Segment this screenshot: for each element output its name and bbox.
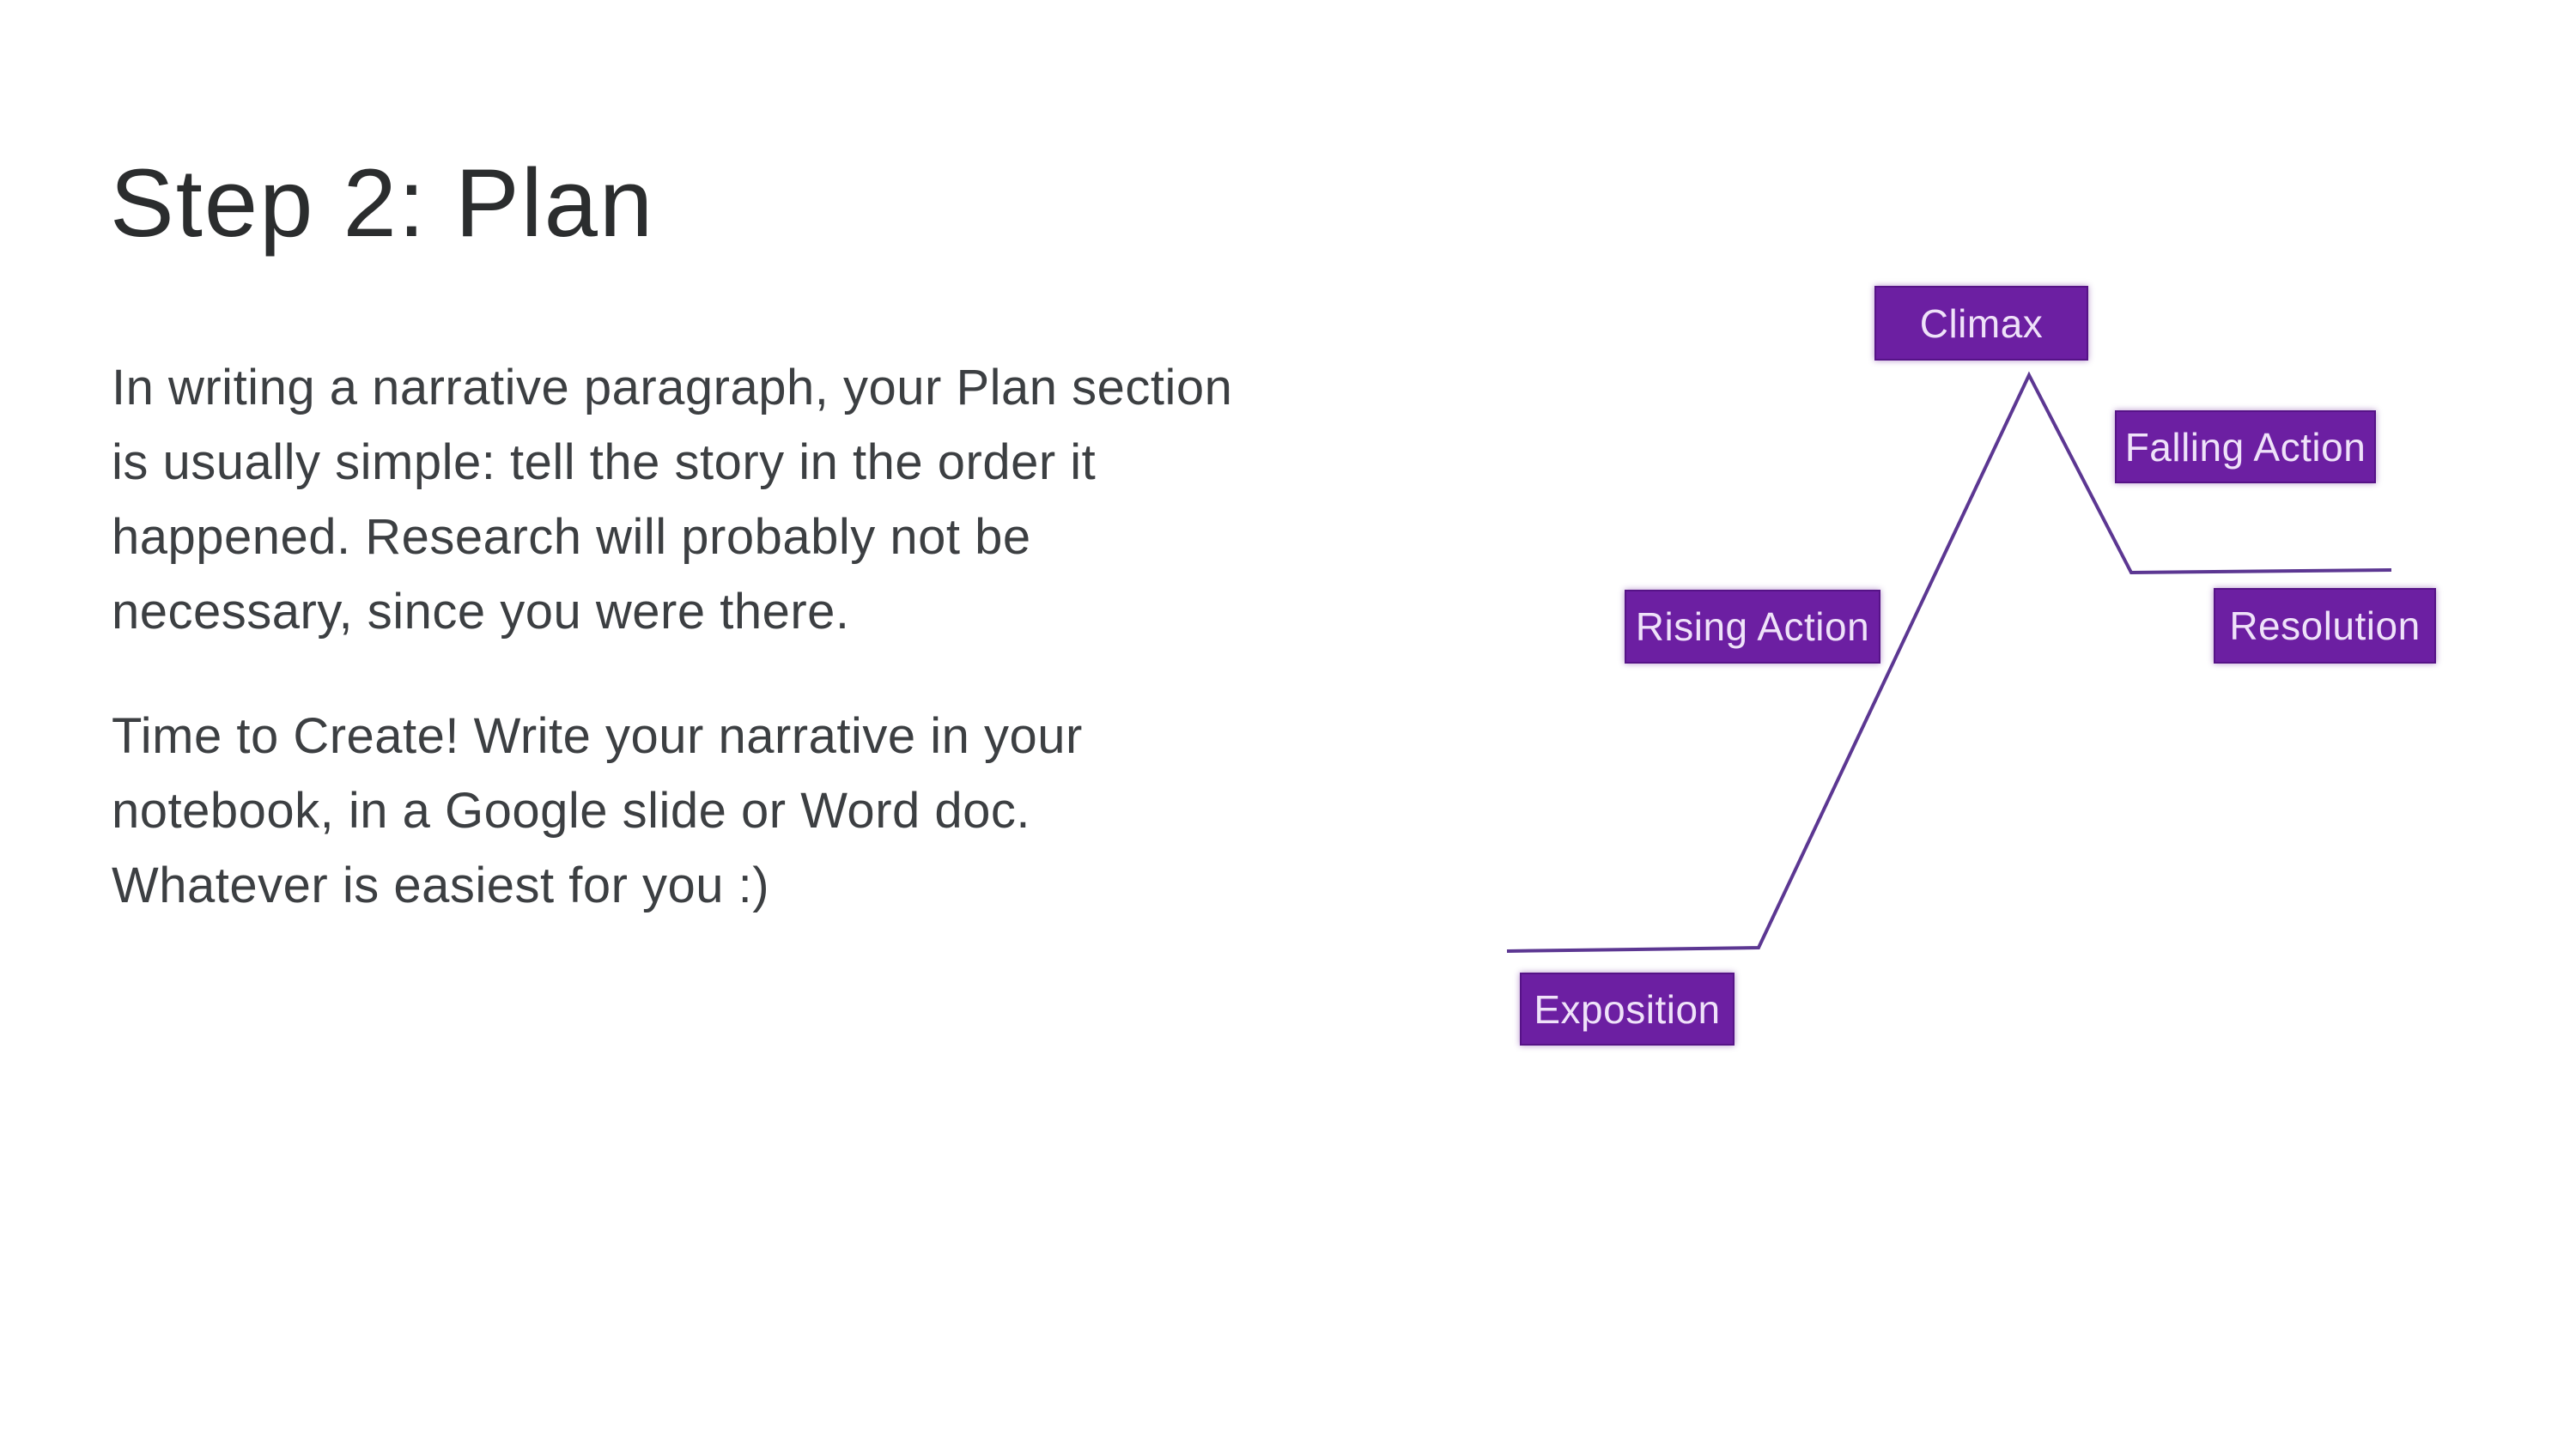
- plot-label-climax-text: Climax: [1919, 300, 2044, 346]
- plot-label-resolution: Resolution: [2214, 588, 2436, 664]
- plot-label-climax: Climax: [1874, 286, 2088, 361]
- plot-label-falling-action: Falling Action: [2115, 410, 2376, 483]
- plot-label-falling-action-text: Falling Action: [2124, 424, 2366, 470]
- plot-label-rising-action-text: Rising Action: [1635, 604, 1870, 649]
- body-text: In writing a narrative paragraph, your P…: [112, 350, 1503, 923]
- plot-structure-diagram: Climax Falling Action Rising Action Reso…: [1460, 258, 2490, 1116]
- plot-label-exposition: Exposition: [1520, 973, 1735, 1046]
- plot-label-rising-action: Rising Action: [1625, 590, 1880, 664]
- paragraph-time-to-create: Time to Create! Write your narrative in …: [112, 708, 1083, 913]
- plot-label-exposition-text: Exposition: [1534, 986, 1721, 1032]
- plot-label-resolution-text: Resolution: [2229, 603, 2421, 648]
- paragraph-plan-description: In writing a narrative paragraph, your P…: [112, 360, 1233, 640]
- plot-arc-canvas: [1506, 371, 2392, 953]
- plot-arc-line: [1506, 371, 2392, 953]
- page-title: Step 2: Plan: [110, 149, 655, 257]
